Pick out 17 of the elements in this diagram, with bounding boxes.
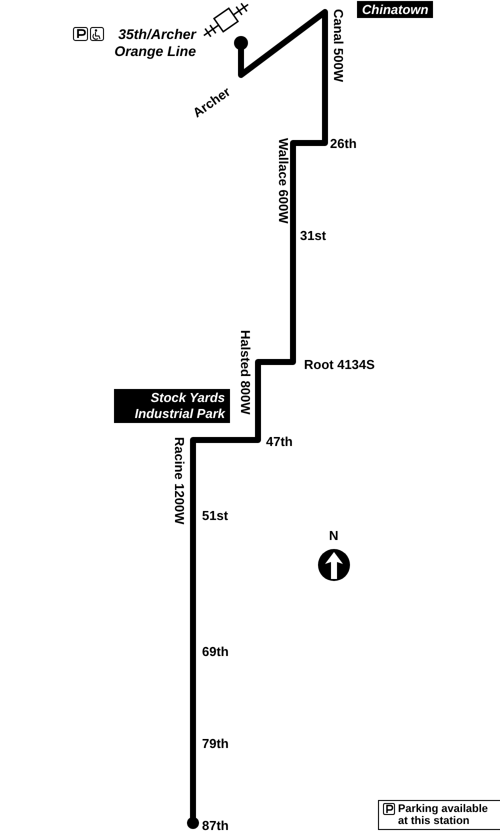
street-label: Canal 500W (331, 9, 346, 82)
street-label: Wallace 600W (276, 138, 291, 224)
street-label: Halsted 800W (238, 330, 253, 415)
stop-label: 31st (300, 228, 326, 243)
legend-text: Parking available at this station (398, 803, 489, 827)
stop-label: Root 4134S (304, 357, 375, 372)
street-label: Racine 1200W (172, 437, 187, 524)
place-label: Stock Yards Industrial Park (114, 389, 230, 423)
stop-label: 51st (202, 508, 228, 523)
stop-label: 87th (202, 818, 229, 833)
station-label: 35th/Archer Orange Line (113, 26, 196, 60)
north-label: N (329, 528, 338, 543)
stop-label: 79th (202, 736, 229, 751)
place-label: Chinatown (357, 1, 434, 18)
stop-label: 26th (330, 136, 357, 151)
stop-label: 69th (202, 644, 229, 659)
stop-label: 47th (266, 434, 293, 449)
